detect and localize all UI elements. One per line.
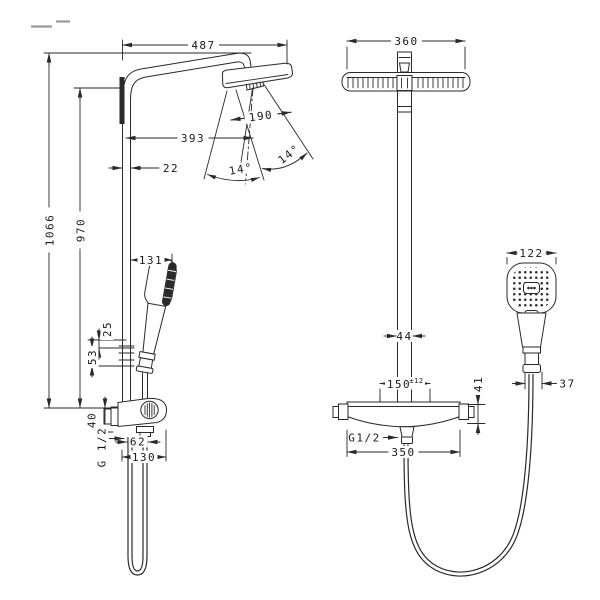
- dim-outlet-drop: 41: [467, 373, 486, 435]
- svg-text:393: 393: [181, 132, 205, 145]
- dim-head-distance: 393: [125, 132, 254, 145]
- dim-head-width: 360: [346, 35, 466, 70]
- svg-text:37: 37: [559, 377, 575, 390]
- shower-hose-side: [127, 437, 148, 576]
- wall-bracket: [119, 77, 125, 124]
- dim-handle-width: 37: [512, 371, 579, 390]
- svg-text:41: 41: [472, 376, 485, 392]
- svg-text:G1/2: G1/2: [348, 431, 381, 444]
- svg-text:130: 130: [132, 451, 156, 464]
- thermostat-side: [103, 397, 168, 437]
- svg-text:970: 970: [75, 218, 88, 242]
- dim-holder-offset-lower: 53: [86, 349, 99, 365]
- svg-text:350: 350: [391, 446, 415, 459]
- dim-spray-angle-left: 14°: [228, 161, 254, 178]
- dim-bar-width-label: 22: [163, 162, 179, 175]
- side-view: 14° 14°: [42, 39, 314, 576]
- dim-bar-width: 22: [108, 162, 179, 175]
- dim-reach-overall: 487: [122, 39, 288, 65]
- shower-bar: [118, 77, 135, 402]
- dim-wall-offset: 40: [85, 396, 114, 444]
- svg-text:190: 190: [248, 108, 274, 124]
- spray-cone: 14° 14°: [203, 84, 314, 185]
- svg-text:1066: 1066: [44, 214, 57, 247]
- dim-handshower-reach: 131: [130, 253, 173, 267]
- overhead-shower-head-side: [221, 62, 294, 91]
- hand-shower-front: [506, 262, 557, 373]
- dim-handshower-width: 122: [506, 247, 557, 265]
- svg-text:487: 487: [191, 39, 215, 52]
- thread-callout-front: G1/2: [346, 431, 398, 444]
- dim-connection-distance: 150 ±12: [379, 377, 431, 403]
- hand-shower-hose-upper: [142, 372, 148, 402]
- dim-holder-offset-upper: 25: [101, 321, 114, 337]
- svg-text:131: 131: [139, 254, 163, 267]
- dim-valve-depth: 130: [121, 429, 167, 464]
- svg-text:122: 122: [519, 247, 543, 260]
- svg-text:40: 40: [86, 412, 99, 428]
- svg-text:62: 62: [130, 435, 146, 448]
- hand-shower-side: [135, 257, 177, 374]
- dim-height-bar: 970: [73, 87, 124, 409]
- svg-text:G 1/2: G 1/2: [96, 427, 109, 468]
- svg-text:360: 360: [394, 35, 418, 48]
- overhead-shower-head-front: [341, 51, 471, 92]
- head-knurl-ticks: [347, 77, 464, 89]
- dim-connection-tolerance: ±12: [409, 377, 423, 385]
- thread-callout-side: G 1/2: [95, 424, 125, 470]
- thermostat-front: [332, 397, 475, 444]
- shower-arm: [122, 52, 254, 101]
- dim-pipe-width: 44: [383, 330, 426, 343]
- shower-pipe-front: [397, 90, 412, 403]
- scan-artifact: [31, 20, 70, 28]
- dim-holder-offsets: 25 53: [85, 318, 135, 378]
- front-view: 360 44 150 ±12 41: [332, 35, 579, 577]
- svg-text:44: 44: [396, 330, 412, 343]
- svg-text:150: 150: [387, 378, 411, 391]
- dim-spray-diameter: 190: [230, 107, 292, 124]
- dim-outlet-offset: 62: [115, 435, 161, 448]
- shower-hose-front: [403, 373, 534, 577]
- dim-valve-width: 350: [346, 429, 461, 459]
